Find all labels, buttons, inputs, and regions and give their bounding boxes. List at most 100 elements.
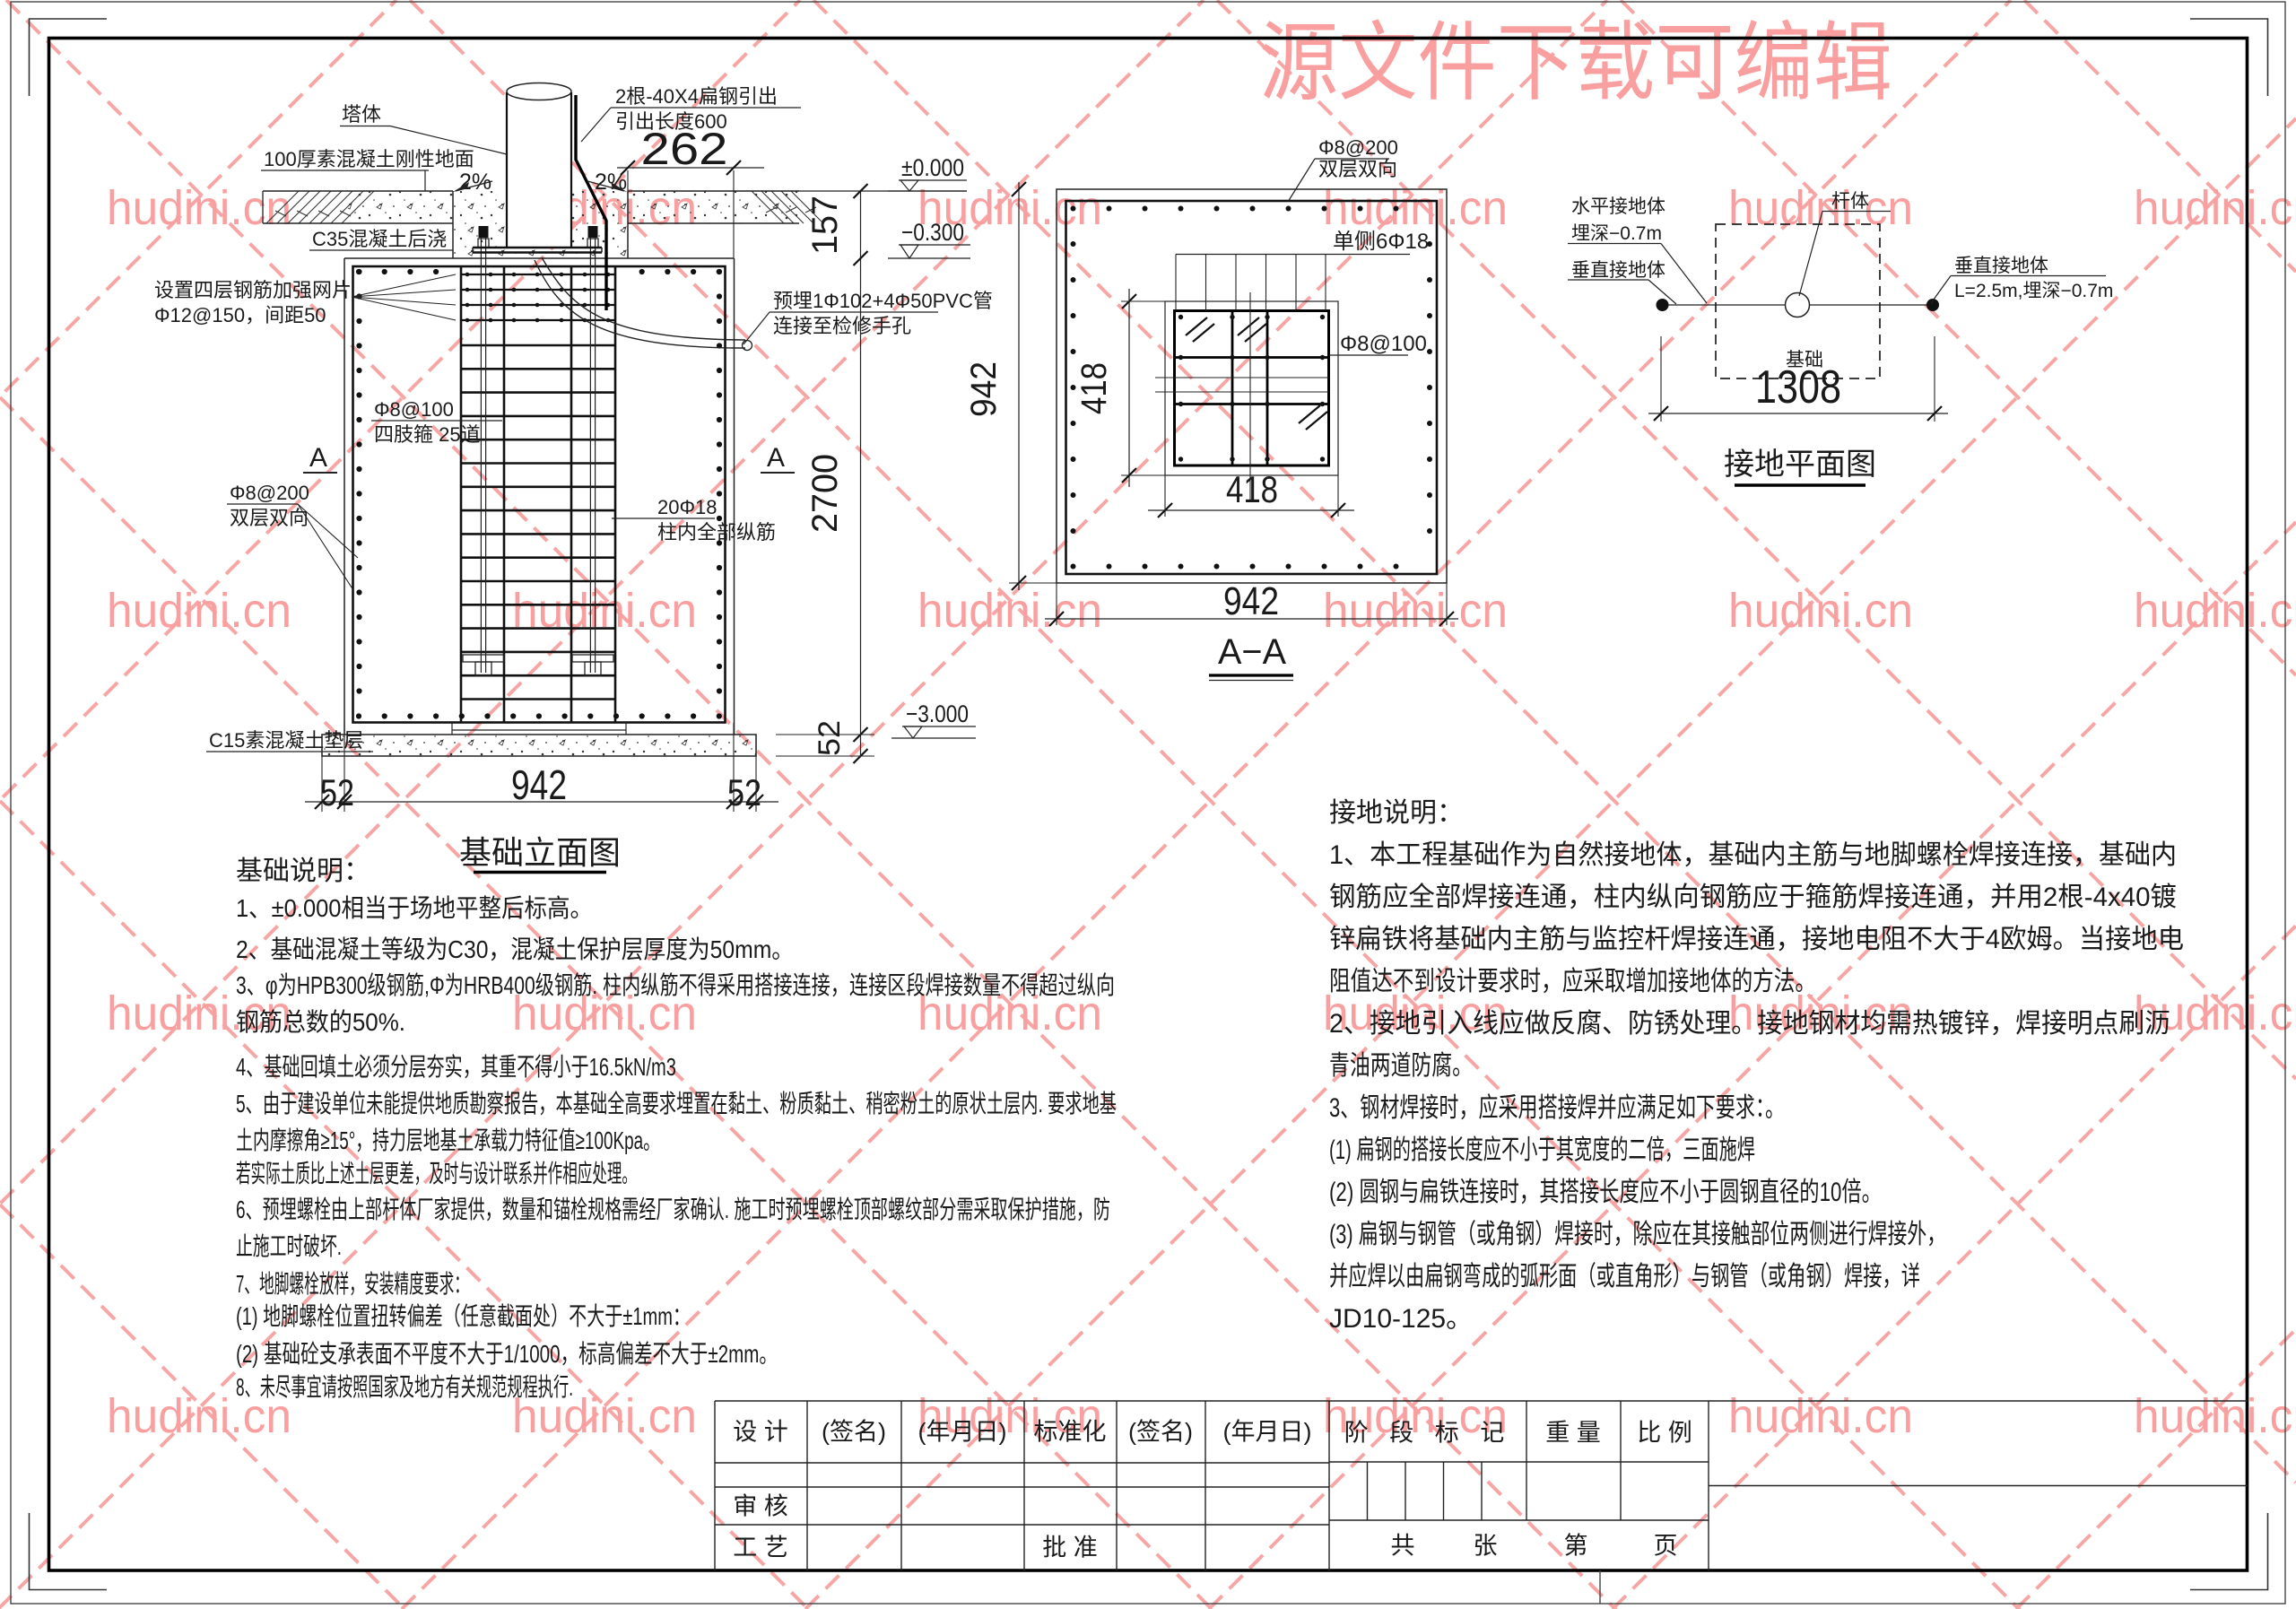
svg-text:(年月日): (年月日) bbox=[918, 1419, 1007, 1446]
svg-text:hudini.cn: hudini.cn bbox=[1323, 181, 1508, 235]
svg-text:批 准: 批 准 bbox=[1042, 1535, 1098, 1561]
svg-text:2、接地引入线应做反腐、防锈处理。接地钢材均需热镀锌，焊接明: 2、接地引入线应做反腐、防锈处理。接地钢材均需热镀锌，焊接明点刷沥 bbox=[1329, 1009, 2170, 1039]
svg-text:引出长度600: 引出长度600 bbox=[615, 110, 727, 133]
svg-text:钢筋总数的50%.: 钢筋总数的50%. bbox=[236, 1008, 405, 1036]
svg-text:3、φ为HPB300级钢筋,Φ为HRB400级钢筋. 柱内纵: 3、φ为HPB300级钢筋,Φ为HRB400级钢筋. 柱内纵筋不得采用搭接连接，… bbox=[236, 971, 1115, 999]
svg-text:hudini.cn: hudini.cn bbox=[107, 181, 291, 235]
svg-text:−0.300: −0.300 bbox=[901, 219, 964, 246]
svg-text:杆体: 杆体 bbox=[1831, 191, 1869, 212]
svg-text:262: 262 bbox=[641, 124, 728, 174]
svg-text:Φ12@150，间距50: Φ12@150，间距50 bbox=[154, 304, 326, 326]
svg-text:52: 52 bbox=[320, 771, 354, 813]
svg-text:垂直接地体: 垂直接地体 bbox=[1571, 260, 1665, 281]
svg-text:重 量: 重 量 bbox=[1545, 1420, 1601, 1447]
svg-text:源文件下载可编辑: 源文件下载可编辑 bbox=[1259, 15, 1892, 111]
svg-text:hudini.cn: hudini.cn bbox=[1323, 1389, 1508, 1443]
svg-text:张: 张 bbox=[1474, 1533, 1498, 1560]
svg-text:942: 942 bbox=[511, 761, 567, 808]
svg-text:hudini.cn: hudini.cn bbox=[2134, 181, 2296, 235]
svg-text:2、基础混凝土等级为C30，混凝土保护层厚度为50mm。: 2、基础混凝土等级为C30，混凝土保护层厚度为50mm。 bbox=[236, 935, 794, 963]
svg-text:钢筋应全部焊接连通，柱内纵向钢筋应于箍筋焊接连通，并用2根-: 钢筋应全部焊接连通，柱内纵向钢筋应于箍筋焊接连通，并用2根-4x40镀 bbox=[1329, 883, 2177, 912]
svg-text:四肢箍 25道: 四肢箍 25道 bbox=[374, 423, 481, 446]
svg-text:青油两道防腐。: 青油两道防腐。 bbox=[1329, 1051, 1473, 1081]
svg-text:(签名): (签名) bbox=[822, 1419, 886, 1446]
svg-text:锌扁铁将基础内主筋与监控杆焊接连通，接地电阻不大于4欧姆。当: 锌扁铁将基础内主筋与监控杆焊接连通，接地电阻不大于4欧姆。当接地电 bbox=[1329, 925, 2184, 954]
svg-text:hudini.cn: hudini.cn bbox=[1728, 1389, 1913, 1443]
svg-text:水平接地体: 水平接地体 bbox=[1571, 196, 1665, 217]
svg-text:20Φ18: 20Φ18 bbox=[657, 496, 718, 518]
svg-text:hudini.cn: hudini.cn bbox=[918, 987, 1102, 1040]
svg-text:(签名): (签名) bbox=[1128, 1419, 1193, 1446]
svg-text:1、±0.000相当于场地平整后标高。: 1、±0.000相当于场地平整后标高。 bbox=[236, 894, 593, 922]
svg-text:hudini.cn: hudini.cn bbox=[1728, 987, 1913, 1040]
svg-text:5、由于建设单位未能提供地质勘察报告，本基础全高要求埋置在黏: 5、由于建设单位未能提供地质勘察报告，本基础全高要求埋置在黏土、粉质黏土、稍密粉… bbox=[236, 1090, 1117, 1118]
svg-text:6、预埋螺栓由上部杆体厂家提供，数量和锚栓规格需经厂家确认.: 6、预埋螺栓由上部杆体厂家提供，数量和锚栓规格需经厂家确认. 施工时预埋螺栓顶部… bbox=[236, 1196, 1110, 1223]
svg-text:hudini.cn: hudini.cn bbox=[512, 987, 697, 1040]
svg-text:预埋1Φ102+4Φ50PVC管: 预埋1Φ102+4Φ50PVC管 bbox=[773, 290, 993, 312]
svg-text:双层双向: 双层双向 bbox=[1318, 158, 1397, 180]
svg-text:若实际土质比上述土层更差，及时与设计联系并作相应处理。: 若实际土质比上述土层更差，及时与设计联系并作相应处理。 bbox=[236, 1160, 637, 1187]
svg-text:hudini.cn: hudini.cn bbox=[1728, 181, 1913, 235]
svg-text:共: 共 bbox=[1391, 1533, 1415, 1560]
svg-text:基础: 基础 bbox=[1786, 350, 1823, 370]
svg-text:2700: 2700 bbox=[805, 454, 845, 533]
svg-text:C15素混凝土垫层: C15素混凝土垫层 bbox=[209, 729, 363, 752]
svg-text:hudini.cn: hudini.cn bbox=[1728, 584, 1913, 638]
svg-text:双层双向: 双层双向 bbox=[230, 507, 309, 529]
svg-text:hudini.cn: hudini.cn bbox=[107, 987, 291, 1040]
svg-text:第: 第 bbox=[1564, 1533, 1588, 1560]
svg-text:hudini.cn: hudini.cn bbox=[512, 1389, 697, 1443]
svg-text:设置四层钢筋加强网片: 设置四层钢筋加强网片 bbox=[154, 279, 352, 301]
svg-text:7、地脚螺栓放样，安装精度要求：: 7、地脚螺栓放样，安装精度要求： bbox=[236, 1270, 469, 1298]
svg-text:A−A: A−A bbox=[1218, 632, 1286, 672]
svg-text:(3) 扁钢与钢管（或角钢）焊接时，除应在其接触部位两侧进行: (3) 扁钢与钢管（或角钢）焊接时，除应在其接触部位两侧进行焊接外， bbox=[1329, 1220, 1946, 1249]
svg-text:hudini.cn: hudini.cn bbox=[918, 584, 1102, 638]
svg-text:(年月日): (年月日) bbox=[1223, 1419, 1312, 1446]
svg-text:阻值达不到设计要求时，应采取增加接地体的方法。: 阻值达不到设计要求时，应采取增加接地体的方法。 bbox=[1329, 967, 1816, 996]
svg-text:并应焊以由扁钢弯成的弧形面（或直角形）与钢管（或角钢）焊接，: 并应焊以由扁钢弯成的弧形面（或直角形）与钢管（或角钢）焊接，详 bbox=[1329, 1262, 1920, 1292]
svg-text:垂直接地体: 垂直接地体 bbox=[1954, 256, 2048, 276]
svg-text:Φ8@200: Φ8@200 bbox=[1318, 136, 1398, 159]
svg-text:52: 52 bbox=[727, 771, 761, 813]
svg-text:hudini.cn: hudini.cn bbox=[2134, 1389, 2296, 1443]
svg-text:±0.000: ±0.000 bbox=[901, 154, 964, 181]
svg-text:(2) 圆钢与扁铁连接时，其搭接长度应不小于圆钢直径的10倍: (2) 圆钢与扁铁连接时，其搭接长度应不小于圆钢直径的10倍。 bbox=[1329, 1178, 1882, 1207]
svg-text:8、未尽事宜请按照国家及地方有关规范规程执行.: 8、未尽事宜请按照国家及地方有关规范规程执行. bbox=[236, 1373, 573, 1401]
svg-text:基础说明：: 基础说明： bbox=[236, 857, 370, 886]
svg-text:hudini.cn: hudini.cn bbox=[2134, 584, 2296, 638]
svg-text:3、钢材焊接时，应采用搭接焊并应满足如下要求：。: 3、钢材焊接时，应采用搭接焊并应满足如下要求：。 bbox=[1329, 1093, 1785, 1123]
svg-text:942: 942 bbox=[964, 361, 1004, 417]
svg-text:连接至检修手孔: 连接至检修手孔 bbox=[773, 315, 911, 337]
svg-text:418: 418 bbox=[1226, 468, 1278, 510]
svg-text:设 计: 设 计 bbox=[733, 1419, 788, 1446]
svg-text:hudini.cn: hudini.cn bbox=[1323, 987, 1508, 1040]
svg-text:942: 942 bbox=[1223, 579, 1279, 623]
svg-text:52: 52 bbox=[813, 720, 847, 756]
svg-text:(1) 地脚螺栓位置扭转偏差（任意截面处）不大于±1mm：: (1) 地脚螺栓位置扭转偏差（任意截面处）不大于±1mm： bbox=[236, 1302, 691, 1330]
svg-text:C35混凝土后浇: C35混凝土后浇 bbox=[312, 228, 447, 250]
svg-text:审 核: 审 核 bbox=[733, 1493, 788, 1520]
svg-text:阶 段 标 记: 阶 段 标 记 bbox=[1344, 1420, 1512, 1447]
svg-text:Φ8@100: Φ8@100 bbox=[1340, 332, 1427, 356]
svg-text:hudini.cn: hudini.cn bbox=[918, 1389, 1102, 1443]
svg-text:Φ8@100: Φ8@100 bbox=[374, 398, 454, 421]
svg-text:页: 页 bbox=[1654, 1533, 1678, 1560]
svg-text:Φ8@200: Φ8@200 bbox=[230, 482, 309, 504]
svg-text:2%: 2% bbox=[459, 170, 491, 195]
svg-text:100厚素混凝土刚性地面: 100厚素混凝土刚性地面 bbox=[264, 148, 474, 170]
svg-text:比 例: 比 例 bbox=[1637, 1420, 1692, 1447]
svg-text:−3.000: −3.000 bbox=[906, 700, 969, 727]
svg-text:(2) 基础砼支承表面不平度不大于1/1000，标高偏差不大: (2) 基础砼支承表面不平度不大于1/1000，标高偏差不大于±2mm。 bbox=[236, 1340, 778, 1368]
svg-text:1308: 1308 bbox=[1755, 361, 1841, 413]
svg-text:A: A bbox=[309, 443, 327, 473]
svg-text:hudini.cn: hudini.cn bbox=[107, 1389, 291, 1443]
svg-text:塔体: 塔体 bbox=[342, 103, 381, 126]
svg-text:157: 157 bbox=[805, 196, 845, 255]
svg-text:(1) 扁钢的搭接长度应不小于其宽度的二倍，三面施焊: (1) 扁钢的搭接长度应不小于其宽度的二倍，三面施焊 bbox=[1329, 1135, 1755, 1165]
svg-text:JD10-125。: JD10-125。 bbox=[1329, 1304, 1473, 1334]
svg-text:接地说明：: 接地说明： bbox=[1329, 798, 1464, 828]
svg-text:标准化: 标准化 bbox=[1034, 1419, 1107, 1446]
svg-text:hudini.cn: hudini.cn bbox=[2134, 987, 2296, 1040]
svg-text:1、本工程基础作为自然接地体，基础内主筋与地脚螺栓焊接连接，: 1、本工程基础作为自然接地体，基础内主筋与地脚螺栓焊接连接，基础内 bbox=[1329, 840, 2177, 870]
svg-text:接地平面图: 接地平面图 bbox=[1724, 448, 1876, 482]
